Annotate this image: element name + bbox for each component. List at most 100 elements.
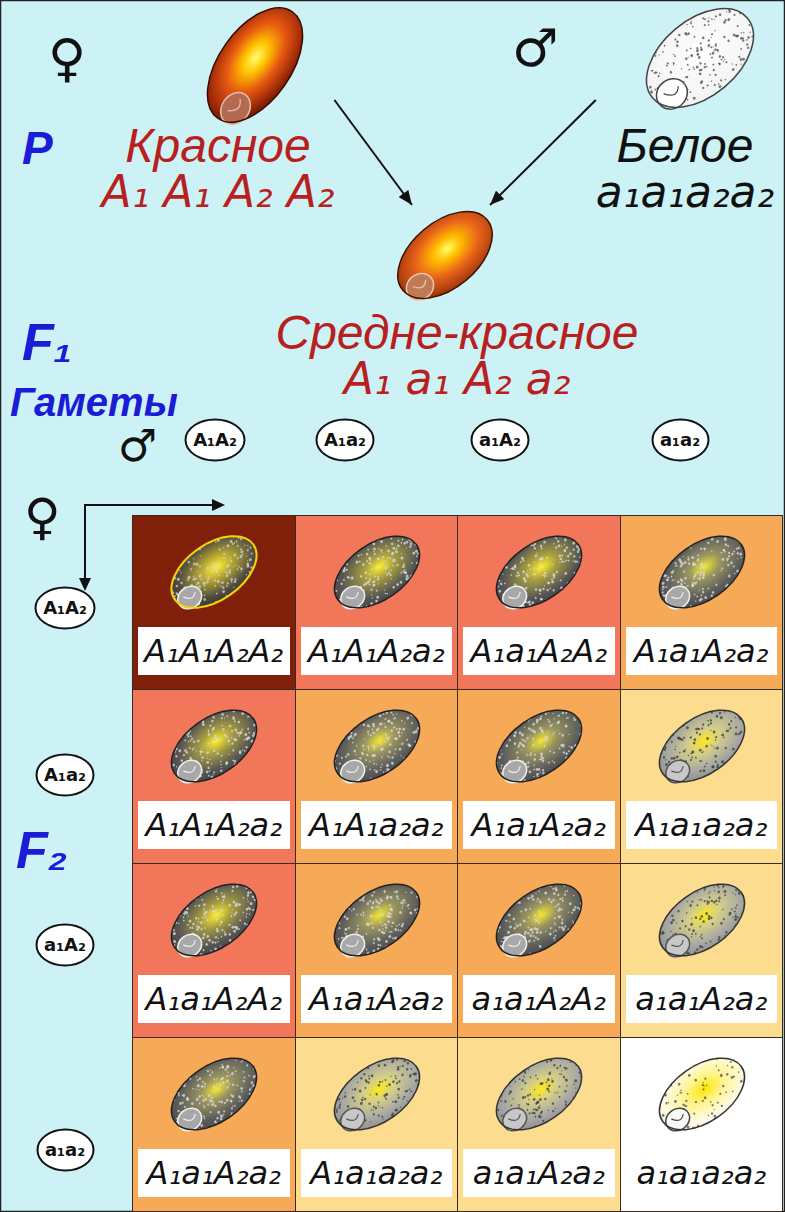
- speckle: [370, 594, 372, 596]
- speckle: [654, 71, 657, 74]
- embryo-detail: [508, 938, 522, 950]
- punnett-cell: A₁a₁A₂a₂: [295, 863, 459, 1038]
- speckle: [372, 580, 376, 584]
- speckle: [394, 748, 397, 751]
- speckle: [370, 905, 374, 909]
- speckle: [400, 720, 402, 722]
- speckle: [370, 922, 373, 925]
- speckle: [228, 903, 232, 907]
- speckle: [736, 34, 740, 38]
- speckle: [700, 80, 704, 84]
- speckle: [201, 747, 203, 749]
- speckle: [236, 545, 239, 548]
- speckle: [533, 776, 535, 778]
- speckle: [188, 740, 190, 742]
- speckle: [712, 68, 715, 71]
- speckle: [187, 924, 190, 927]
- speckle: [736, 558, 738, 560]
- speckle: [698, 733, 701, 736]
- speckle: [526, 931, 530, 935]
- speckle: [533, 940, 535, 942]
- speckle: [734, 717, 736, 719]
- speckle: [539, 900, 543, 904]
- speckle: [701, 769, 705, 773]
- speckle: [238, 731, 242, 735]
- speckle: [690, 53, 694, 57]
- speckle: [390, 722, 393, 725]
- speckle: [664, 44, 666, 46]
- speckle: [711, 765, 715, 769]
- speckle: [187, 735, 189, 737]
- speckle: [554, 934, 557, 937]
- speckle: [344, 933, 346, 935]
- speckle: [359, 575, 362, 578]
- speckle: [513, 734, 516, 737]
- speckle: [222, 556, 224, 558]
- speckle: [720, 569, 722, 571]
- speckle: [692, 578, 695, 581]
- speckle: [567, 750, 570, 753]
- punnett-cell: A₁a₁A₂a₂: [620, 515, 784, 690]
- seed-outline: [321, 870, 432, 971]
- speckle: [356, 928, 359, 931]
- speckle: [385, 737, 388, 740]
- speckle: [696, 891, 698, 893]
- speckle: [527, 761, 530, 764]
- speckle: [366, 581, 370, 585]
- speckle: [216, 580, 220, 584]
- speckle: [187, 560, 190, 563]
- speckle: [381, 552, 383, 554]
- speckle: [206, 572, 208, 574]
- speckle: [381, 763, 383, 765]
- seed-body: [159, 522, 270, 623]
- speckle: [196, 581, 200, 585]
- speckle: [506, 920, 508, 922]
- speckle: [173, 940, 177, 944]
- speckle: [371, 728, 374, 731]
- speckle: [228, 923, 231, 926]
- seed-embryo: [401, 268, 439, 306]
- speckle: [403, 722, 405, 724]
- speckle: [516, 571, 519, 574]
- speckle: [211, 905, 214, 908]
- speckle: [710, 36, 712, 38]
- speckle: [367, 747, 369, 749]
- speckle: [193, 558, 195, 560]
- speckle: [703, 24, 706, 27]
- speckle: [409, 912, 412, 915]
- speckle: [564, 571, 568, 575]
- speckle: [553, 761, 555, 763]
- speckle: [369, 734, 372, 737]
- speckle: [368, 760, 370, 762]
- seed-outline: [484, 870, 595, 971]
- speckle: [209, 565, 212, 568]
- speckle: [689, 22, 692, 25]
- speckle: [505, 744, 509, 748]
- speckle: [203, 914, 205, 916]
- speckle: [696, 554, 699, 557]
- speckle: [247, 901, 249, 903]
- speckle: [734, 913, 736, 915]
- speckle: [703, 596, 707, 600]
- speckle: [350, 910, 352, 912]
- speckle: [535, 772, 539, 776]
- speckle: [389, 896, 392, 899]
- gamete-genotype: a₁A₂: [479, 431, 521, 449]
- speckle: [673, 579, 675, 581]
- genotype-label: A₁a₁A₂A₂: [138, 975, 290, 1023]
- speckle: [384, 592, 386, 594]
- speckle: [243, 739, 245, 741]
- speckle: [545, 930, 547, 932]
- speckle: [516, 756, 519, 759]
- gamete-circle: a₁A₂: [35, 923, 95, 967]
- speckle: [225, 571, 228, 574]
- speckle: [214, 890, 217, 893]
- speckle: [231, 889, 234, 892]
- speckle: [678, 738, 681, 741]
- speckle: [368, 577, 371, 580]
- speckle: [692, 96, 696, 100]
- speckle: [379, 748, 382, 751]
- speckle: [206, 934, 210, 938]
- speckle: [231, 581, 233, 583]
- embryo-detail: [183, 938, 197, 950]
